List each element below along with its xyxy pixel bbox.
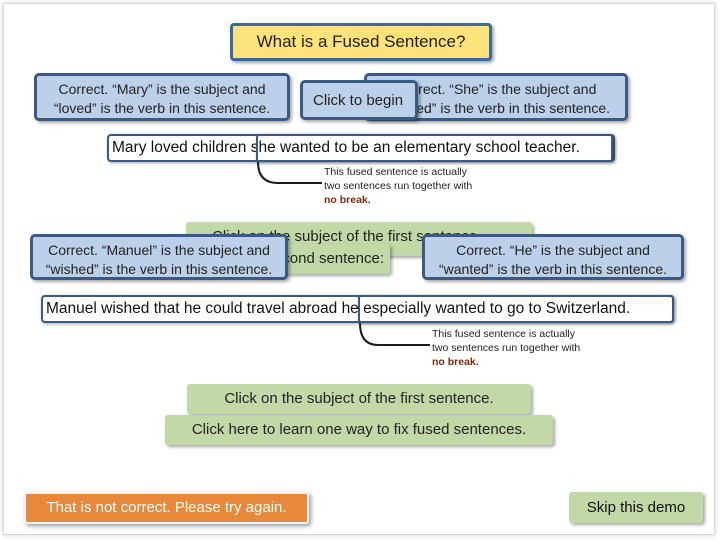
slide-title: What is a Fused Sentence? [230,23,492,61]
feedback-he-subject: Correct. “He” is the subject and “wanted… [422,234,684,280]
first-subject-button[interactable]: Click on the subject of the first senten… [187,384,531,414]
prompt-second-subject-text: Click on the subject of the second sente… [260,250,384,267]
sentence-one-second-clause-hotspot[interactable] [256,134,613,162]
feedback-mary-line2: “loved” is the verb in this sentence. [53,100,271,116]
callout-two-emphasis: no break. [432,356,479,368]
fused-sentence-two: Manuel wished that he could travel abroa… [41,295,674,323]
sentence-two-part1[interactable]: Manuel wished that he could travel abroa… [46,300,338,317]
begin-button[interactable]: Click to begin [300,80,418,120]
sentence-one-part2[interactable]: she wanted to be an elementary school te… [250,139,580,156]
feedback-she-line1: Correct. “She” is the subject and [395,81,597,97]
feedback-he-line2: “wanted” is the verb in this sentence. [438,261,667,277]
feedback-he-line1: Correct. “He” is the subject and [456,242,650,258]
feedback-mary-subject: Correct. “Mary” is the subject and “love… [34,73,290,121]
sentence-one-part1[interactable]: Mary loved children [112,139,247,156]
incorrect-feedback-button[interactable]: That is not correct. Please try again. [24,492,309,524]
begin-button-label: Click to begin [313,92,404,109]
callout-one-emphasis: no break. [324,194,371,206]
sentence-two-second-clause-hotspot[interactable] [358,295,674,323]
feedback-manuel-subject: Correct. “Manuel” is the subject and “wi… [30,234,288,280]
feedback-manuel-line1: Correct. “Manuel” is the subject and [48,242,270,258]
feedback-she-line2: “wanted” is the verb in this sentence. [381,100,610,116]
sentence-two-part2[interactable]: he especially wanted to go to Switzerlan… [341,300,631,317]
skip-demo-button[interactable]: Skip this demo [569,492,703,523]
learn-fix-button[interactable]: Click here to learn one way to fix fused… [165,415,553,445]
feedback-mary-line1: Correct. “Mary” is the subject and [58,81,266,97]
callout-one: This fused sentence is actually two sent… [324,166,473,206]
callout-two: This fused sentence is actually two sent… [432,328,581,368]
feedback-manuel-line2: “wished” is the verb in this sentence. [45,261,273,277]
slide-frame [3,3,715,535]
